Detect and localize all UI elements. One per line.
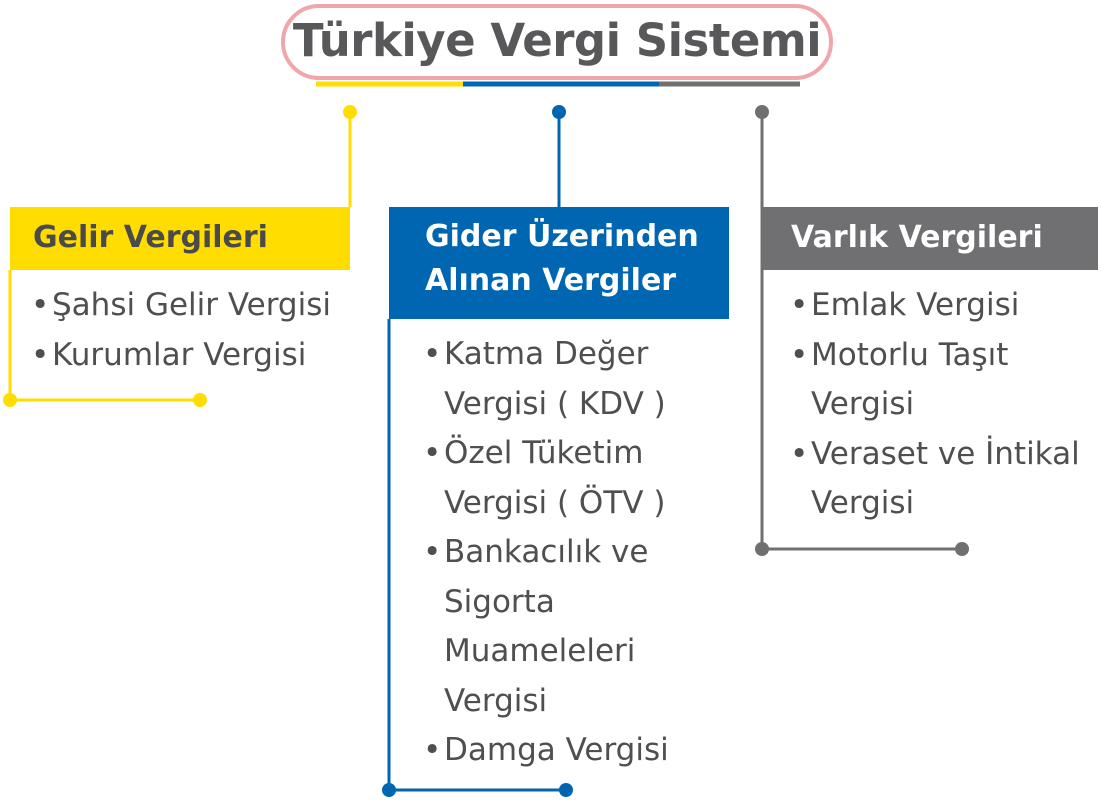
list-item: •Şahsi Gelir Vergisi — [31, 281, 331, 331]
node-gider-top — [552, 105, 566, 119]
list-item-text: Muameleleri — [444, 633, 636, 669]
bullet-icon: • — [790, 287, 809, 323]
list-item-text: Vergisi ( ÖTV ) — [444, 484, 666, 521]
list-item: •Emlak Vergisi — [790, 281, 1080, 331]
list-item-text: Vergisi — [444, 682, 548, 719]
node-gider-end — [559, 783, 573, 797]
list-item-text: Kurumlar Vergisi — [52, 336, 307, 373]
list-item: •Damga Vergisi — [423, 726, 669, 776]
list-item-text: Vergisi — [811, 485, 915, 521]
list-item-text: Vergisi — [811, 386, 915, 422]
bullet-icon: • — [423, 336, 442, 372]
list-item-text: Bankacılık ve — [444, 534, 649, 570]
list-item-text: Emlak Vergisi — [811, 287, 1020, 323]
category-title-line: Varlık Vergileri — [791, 220, 1043, 255]
bullet-icon: • — [423, 732, 442, 768]
list-item-text: Veraset ve İntikal — [811, 435, 1080, 472]
node-varlik-end — [955, 542, 969, 556]
node-gelir-top — [343, 105, 357, 119]
bullet-icon: • — [790, 336, 809, 373]
list-item-text: Sigorta — [444, 583, 555, 620]
category-header-gelir: Gelir Vergileri — [10, 207, 350, 270]
list-item-text: Özel Tüketim — [444, 435, 644, 471]
bullet-icon: • — [790, 435, 809, 472]
list-item-text: Şahsi Gelir Vergisi — [52, 287, 331, 323]
list-item: •Kurumlar Vergisi — [31, 331, 331, 381]
node-gider-corner — [382, 783, 396, 797]
list-item-text: Katma Değer — [444, 336, 649, 372]
diagram-title: Türkiye Vergi Sistemi — [292, 13, 822, 67]
category-header-varlik: Varlık Vergileri — [762, 207, 1098, 270]
connector-gelir — [3, 105, 357, 407]
item-list-gelir: •Şahsi Gelir Vergisi•Kurumlar Vergisi — [31, 281, 331, 380]
bullet-icon: • — [423, 534, 442, 570]
bullet-icon: • — [31, 336, 50, 373]
node-varlik-corner — [755, 542, 769, 556]
category-title-line: Alınan Vergiler — [425, 263, 677, 298]
list-item-text: Vergisi ( KDV ) — [444, 385, 666, 422]
title-box: Türkiye Vergi Sistemi — [281, 4, 833, 80]
bullet-icon: • — [423, 435, 442, 471]
connector-gider — [382, 105, 573, 797]
node-gelir-end — [193, 393, 207, 407]
bullet-icon: • — [31, 287, 50, 323]
list-item-text: Damga Vergisi — [444, 732, 669, 768]
list-item-text: Motorlu Taşıt — [811, 336, 1009, 373]
node-varlik-top — [755, 105, 769, 119]
node-gelir-corner — [3, 393, 17, 407]
category-title-line: Gider Üzerinden — [425, 219, 699, 254]
category-title-line: Gelir Vergileri — [33, 220, 268, 255]
